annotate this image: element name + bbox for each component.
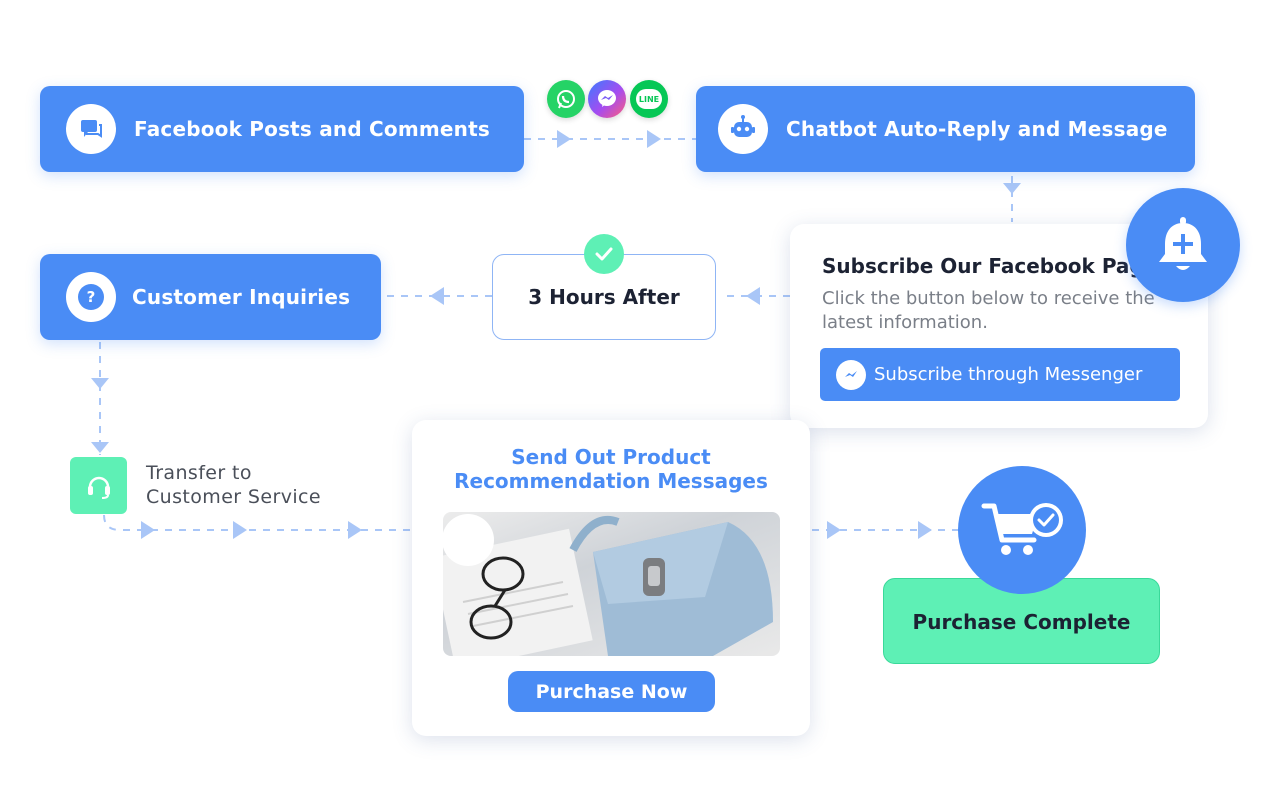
product-card-title-line2: Recommendation Messages <box>454 469 768 493</box>
line-logo-text: LINE <box>636 89 662 109</box>
transfer-label-line2: Customer Service <box>146 486 321 508</box>
product-image <box>443 512 780 656</box>
arrow-head <box>141 521 155 539</box>
product-card-title: Send Out Product Recommendation Messages <box>412 445 810 493</box>
arrow-head <box>348 521 362 539</box>
cart-check-icon <box>958 466 1086 594</box>
chatbot-label: Chatbot Auto-Reply and Message <box>786 117 1168 141</box>
arrow-head <box>827 521 841 539</box>
arrow-head <box>746 287 760 305</box>
arrow-head <box>918 521 932 539</box>
customer-inquiries-label: Customer Inquiries <box>132 285 351 309</box>
headset-icon <box>70 457 127 514</box>
question-icon: ? <box>66 272 116 322</box>
arrow-head <box>91 378 109 389</box>
purchase-complete-label: Purchase Complete <box>912 610 1131 634</box>
arrow-head <box>91 442 109 453</box>
hours-after-label: 3 Hours After <box>528 285 680 309</box>
transfer-label: Transfer to Customer Service <box>146 461 321 509</box>
whatsapp-icon <box>547 80 585 118</box>
bell-plus-icon[interactable] <box>1126 188 1240 302</box>
arrow-head <box>233 521 247 539</box>
purchase-now-button[interactable]: Purchase Now <box>508 671 715 712</box>
line-icon: LINE <box>630 80 668 118</box>
transfer-label-line1: Transfer to <box>146 462 252 484</box>
arrow-head <box>430 287 444 305</box>
connector-transfer-to-product <box>103 514 410 531</box>
robot-icon <box>718 104 768 154</box>
checkmark-icon <box>584 234 624 274</box>
messenger-icon <box>588 80 626 118</box>
purchase-now-label: Purchase Now <box>535 680 688 703</box>
customer-inquiries-card[interactable]: ? Customer Inquiries <box>40 254 381 340</box>
chatbot-card[interactable]: Chatbot Auto-Reply and Message <box>696 86 1195 172</box>
product-recommendation-card: Send Out Product Recommendation Messages… <box>412 420 810 736</box>
subscribe-title: Subscribe Our Facebook Page <box>822 254 1158 278</box>
subscribe-description: Click the button below to receive the la… <box>822 288 1155 333</box>
facebook-posts-label: Facebook Posts and Comments <box>134 117 490 141</box>
subscribe-messenger-button[interactable]: Subscribe through Messenger <box>820 348 1180 401</box>
messenger-icon <box>836 359 866 390</box>
subscribe-button-label: Subscribe through Messenger <box>874 364 1143 385</box>
chat-bubble-icon <box>66 104 116 154</box>
arrow-head <box>1003 183 1021 194</box>
arrow-head <box>647 130 661 148</box>
product-card-title-line1: Send Out Product <box>511 445 711 469</box>
facebook-posts-card[interactable]: Facebook Posts and Comments <box>40 86 524 172</box>
arrow-head <box>557 130 571 148</box>
